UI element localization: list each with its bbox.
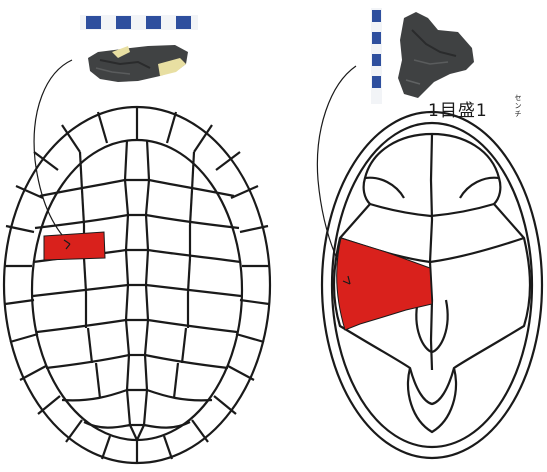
- left-costal-lines: [33, 180, 130, 428]
- plastron-fragment-photo: [398, 12, 474, 98]
- carapace-fragment-photo: [88, 45, 188, 82]
- scale-bar-vertical: [371, 8, 382, 104]
- carapace-diagram: [4, 107, 270, 463]
- plastron-midline: [430, 134, 432, 370]
- scale-unit-line-2: チ: [512, 110, 524, 118]
- leader-line-carapace: [34, 60, 72, 244]
- scale-unit-label: セン チ: [512, 94, 524, 118]
- right-costal-lines: [144, 180, 241, 428]
- scale-label: 1目盛1: [428, 96, 488, 121]
- scale-unit-line-1: セン: [512, 94, 524, 110]
- scale-bar-horizontal: [80, 15, 198, 30]
- plastron-highlight: [337, 238, 432, 330]
- carapace-highlight: [44, 232, 105, 260]
